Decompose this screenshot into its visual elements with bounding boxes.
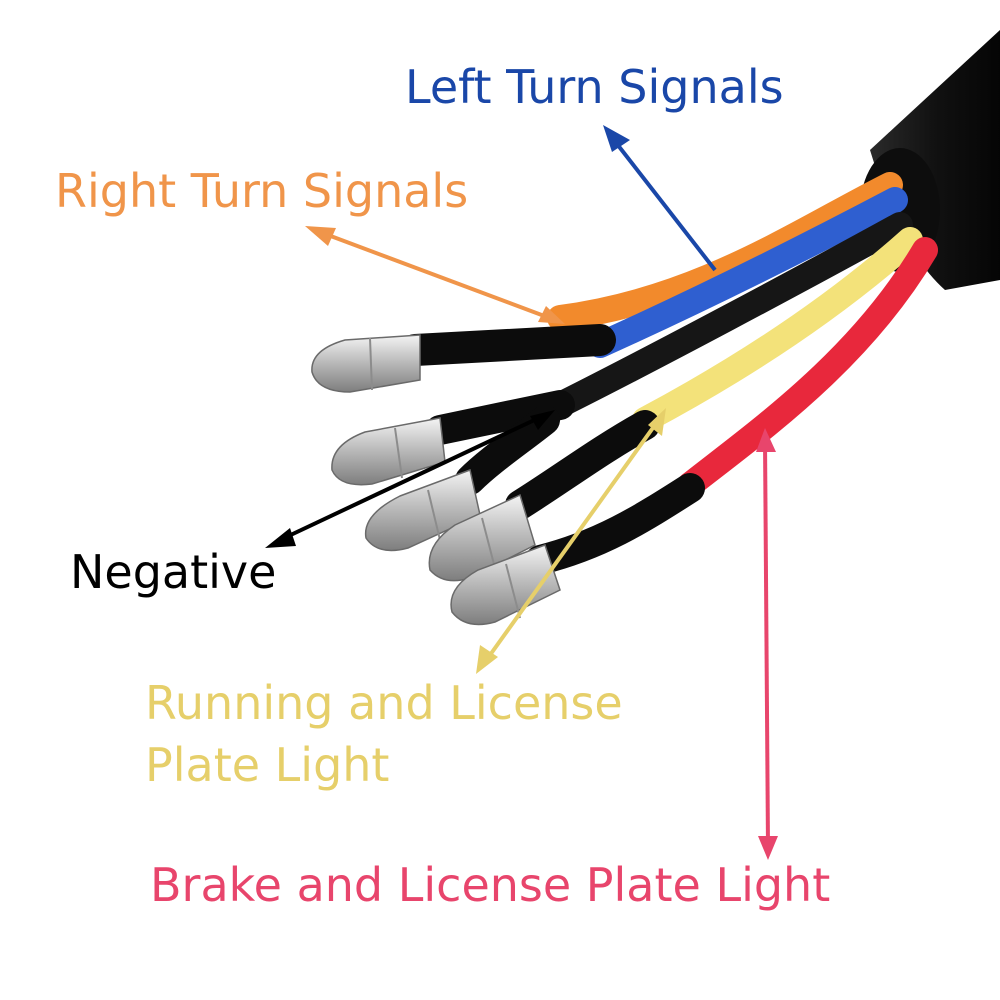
arrow-brake <box>756 428 778 860</box>
black-wire <box>547 212 913 418</box>
arrow-right-turn <box>305 226 565 324</box>
label-right-turn-signals: Right Turn Signals <box>55 164 469 218</box>
label-negative: Negative <box>70 545 277 599</box>
arrow-negative <box>265 410 555 548</box>
red-wire <box>677 237 938 498</box>
label-brake-license-plate-light: Brake and License Plate Light <box>150 858 831 912</box>
arrow-left-turn <box>603 125 717 272</box>
bullet-connector-5 <box>450 544 561 626</box>
bullet-connector-1 <box>311 334 421 393</box>
heat-shrink-5 <box>525 473 705 575</box>
bullet-connector-3 <box>364 468 481 552</box>
label-running-line-2: Plate Light <box>145 738 390 792</box>
label-running-line-1: Running and License <box>145 676 623 730</box>
heat-shrink-1 <box>399 324 616 366</box>
yellow-wire <box>632 227 923 433</box>
arrow-running <box>476 408 666 674</box>
bullet-connector-2 <box>331 417 446 486</box>
label-left-turn-signals: Left Turn Signals <box>405 60 784 114</box>
orange-wire <box>547 172 903 331</box>
heat-shrink-4 <box>505 410 660 520</box>
blue-wire <box>587 187 908 358</box>
